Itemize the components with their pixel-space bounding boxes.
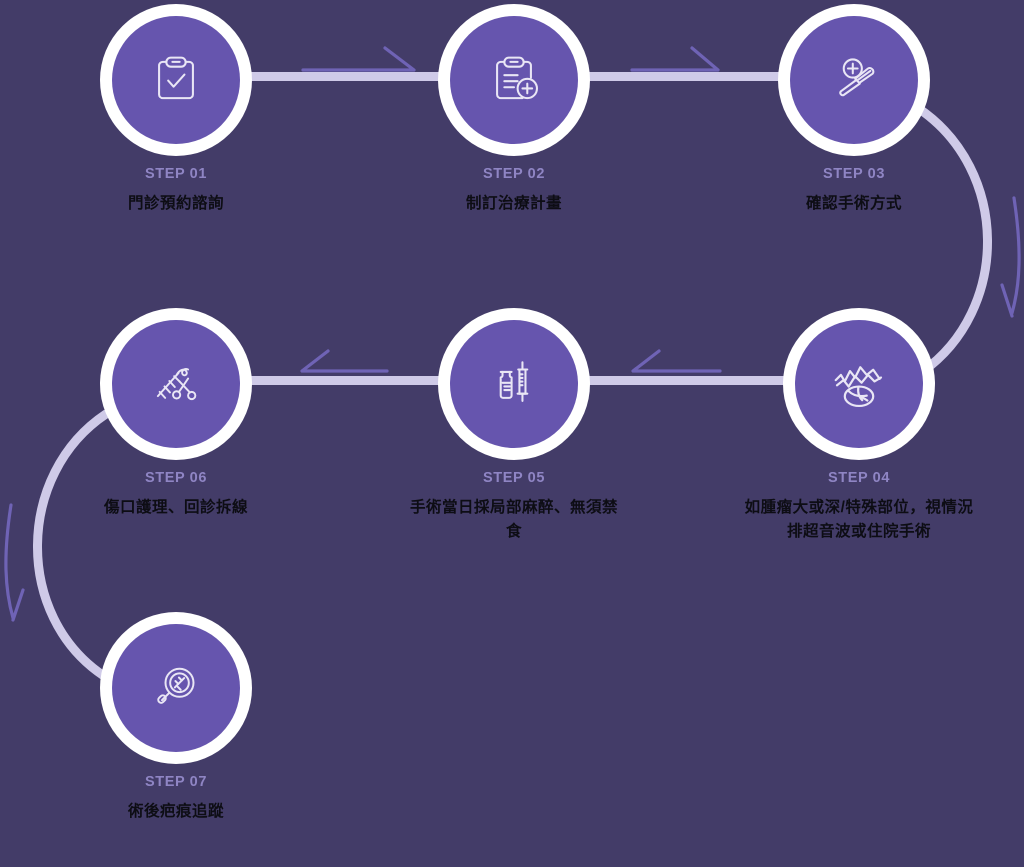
connector-1-2-arrow [301,46,416,72]
step-07-title: 術後疤痕追蹤 [127,803,224,821]
step-06-label: STEP 06 [145,470,207,486]
step-06-circle[interactable] [100,308,252,460]
step-01-disc [112,16,240,144]
step-03-title: 確認手術方式 [805,195,902,213]
connector-6-7-arrow [4,503,25,622]
step-node-05[interactable]: STEP 05 手術當日採局部麻醉、無須禁食 [396,308,632,544]
step-02-circle[interactable] [438,4,590,156]
step-05-circle[interactable] [438,308,590,460]
clipboard-plus-icon [496,56,538,100]
step-01-label: STEP 01 [145,166,207,182]
step-03-disc [790,16,918,144]
step-02-label: STEP 02 [483,166,545,182]
ultrasound-tumor-icon [834,366,883,408]
step-04-label: STEP 04 [828,470,890,486]
step-05-disc [450,320,578,448]
step-node-03[interactable]: STEP 03 確認手術方式 [746,4,962,216]
step-node-02[interactable]: STEP 02 制訂治療計畫 [406,4,622,216]
step-node-07[interactable]: STEP 07 術後疤痕追蹤 [68,612,284,824]
connector-2-3-arrow [630,46,720,72]
connector-3-4-arrow [1000,196,1021,318]
step-05-label: STEP 05 [483,470,545,486]
clipboard-check-icon [158,56,194,100]
step-03-label: STEP 03 [823,166,885,182]
connector-4-5-arrow [631,349,722,373]
step-04-circle[interactable] [783,308,935,460]
step-node-01[interactable]: STEP 01 門診預約諮詢 [68,4,284,216]
magnifier-scar-icon [157,667,195,704]
syringe-vial-icon [499,361,529,402]
step-04-disc [795,320,923,448]
step-04-title: 如腫瘤大或深/特殊部位，視情況排超音波或住院手術 [744,499,974,541]
step-07-disc [112,624,240,752]
step-01-title: 門診預約諮詢 [127,195,224,213]
step-03-circle[interactable] [778,4,930,156]
step-06-title: 傷口護理、回診拆線 [103,499,248,517]
connector-5-6-arrow [300,349,389,373]
step-05-title: 手術當日採局部麻醉、無須禁食 [409,499,618,541]
step-07-circle[interactable] [100,612,252,764]
step-02-disc [450,16,578,144]
step-07-label: STEP 07 [145,774,207,790]
step-node-04[interactable]: STEP 04 如腫瘤大或深/特殊部位，視情況排超音波或住院手術 [733,308,985,544]
step-02-title: 制訂治療計畫 [465,195,562,213]
step-node-06[interactable]: STEP 06 傷口護理、回診拆線 [68,308,284,520]
step-06-disc [112,320,240,448]
scalpel-plus-icon [839,58,875,97]
suture-scissors-icon [156,368,197,401]
step-01-circle[interactable] [100,4,252,156]
